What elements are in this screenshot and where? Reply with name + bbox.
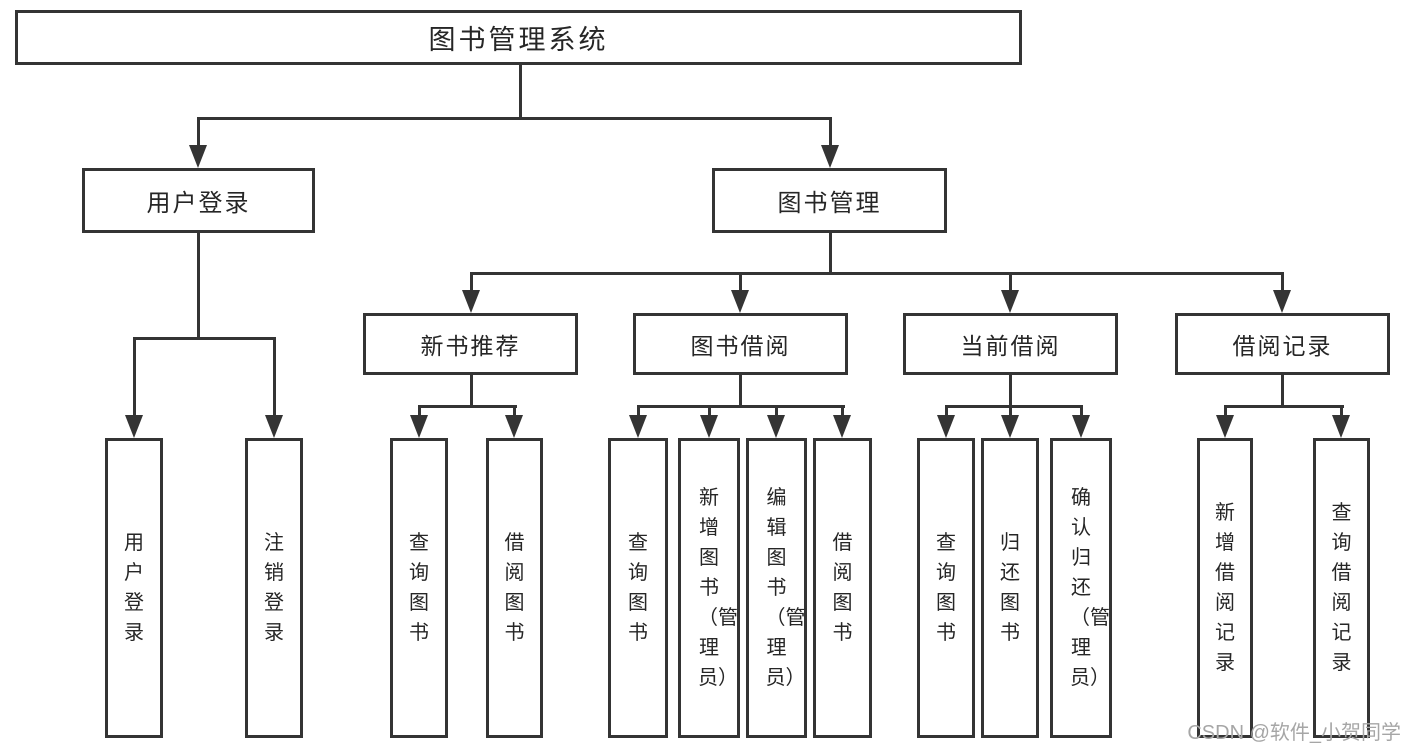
connector-vline: [828, 233, 832, 275]
node-book-management: 图书管理: [712, 168, 947, 233]
node-label: 确认归还（管理员）: [1070, 487, 1110, 689]
connector-arrow-stem: [1280, 272, 1284, 290]
node-book-borrow: 图书借阅: [633, 313, 848, 375]
node-bb-query-book: 查询图书: [608, 438, 668, 738]
connector-arrow-stem: [469, 272, 473, 290]
connector-arrow-stem: [828, 117, 832, 145]
arrow-down-icon: [505, 415, 523, 438]
arrow-down-icon: [821, 145, 839, 168]
node-new-book-recommend: 新书推荐: [363, 313, 578, 375]
node-label: 图书借阅: [690, 333, 791, 359]
node-label: 图书管理系统: [428, 25, 609, 55]
connector-arrow-stem: [196, 117, 200, 145]
connector-arrow-stem: [1008, 272, 1012, 290]
node-br-add-record: 新增借阅记录: [1197, 438, 1253, 738]
connector-vline: [518, 65, 522, 120]
node-current-borrow: 当前借阅: [903, 313, 1118, 375]
node-borrow-record: 借阅记录: [1175, 313, 1390, 375]
node-label: 查询图书: [936, 532, 956, 644]
watermark: CSDN @软件_小贺同学: [1187, 722, 1401, 744]
connector-arrow-stem: [636, 405, 640, 415]
node-label: 注销登录: [264, 532, 284, 644]
node-label: 用户登录: [146, 190, 251, 217]
connector-arrow-stem: [1008, 405, 1012, 415]
node-label: 用户登录: [124, 532, 144, 644]
connector-vline: [196, 233, 200, 340]
node-br-query-record: 查询借阅记录: [1313, 438, 1370, 738]
connector-vline: [1280, 375, 1284, 408]
connector-arrow-stem: [132, 337, 136, 415]
node-cb-confirm-return-admin: 确认归还（管理员）: [1050, 438, 1112, 738]
connector-arrow-stem: [707, 405, 711, 415]
connector-vline: [1008, 375, 1012, 408]
arrow-down-icon: [1273, 290, 1291, 313]
arrow-down-icon: [1072, 415, 1090, 438]
arrow-down-icon: [265, 415, 283, 438]
arrow-down-icon: [1001, 290, 1019, 313]
arrow-down-icon: [410, 415, 428, 438]
arrow-down-icon: [1332, 415, 1350, 438]
connector-arrow-stem: [738, 272, 742, 290]
arrow-down-icon: [833, 415, 851, 438]
connector-arrow-stem: [840, 405, 844, 415]
node-label: 查询借阅记录: [1331, 502, 1352, 674]
node-label: 借阅图书: [504, 532, 525, 644]
node-rec-borrow-book: 借阅图书: [486, 438, 543, 738]
node-label: 归还图书: [1000, 532, 1020, 644]
arrow-down-icon: [189, 145, 207, 168]
connector-hline: [469, 272, 1284, 275]
arrow-down-icon: [1001, 415, 1019, 438]
node-leaf-logout: 注销登录: [245, 438, 303, 738]
node-bb-edit-book-admin: 编辑图书（管理员）: [746, 438, 807, 738]
node-user-login: 用户登录: [82, 168, 315, 233]
arrow-down-icon: [125, 415, 143, 438]
node-cb-return-book: 归还图书: [981, 438, 1039, 738]
connector-hline: [1223, 405, 1344, 408]
node-label: 新书推荐: [420, 333, 521, 359]
arrow-down-icon: [629, 415, 647, 438]
connector-hline: [944, 405, 1083, 408]
connector-hline: [636, 405, 845, 408]
node-bb-add-book-admin: 新增图书（管理员）: [678, 438, 740, 738]
arrow-down-icon: [700, 415, 718, 438]
node-label: 查询图书: [628, 532, 648, 644]
connector-arrow-stem: [1339, 405, 1343, 415]
node-bb-borrow-book: 借阅图书: [813, 438, 872, 738]
connector-arrow-stem: [272, 337, 276, 415]
connector-arrow-stem: [774, 405, 778, 415]
node-cb-query-book: 查询图书: [917, 438, 975, 738]
connector-hline: [417, 405, 517, 408]
node-label: 编辑图书（管理员）: [765, 487, 806, 689]
arrow-down-icon: [767, 415, 785, 438]
node-label: 图书管理: [777, 190, 882, 217]
connector-arrow-stem: [512, 405, 516, 415]
arrow-down-icon: [1216, 415, 1234, 438]
node-label: 新增图书（管理员）: [698, 487, 738, 689]
connector-arrow-stem: [1079, 405, 1083, 415]
node-label: 查询图书: [409, 532, 429, 644]
connector-hline: [196, 117, 832, 120]
node-rec-query-book: 查询图书: [390, 438, 448, 738]
arrow-down-icon: [937, 415, 955, 438]
connector-vline: [469, 375, 473, 408]
node-library-management-system: 图书管理系统: [15, 10, 1022, 65]
connector-vline: [738, 375, 742, 408]
node-label: 借阅记录: [1232, 333, 1333, 359]
arrow-down-icon: [731, 290, 749, 313]
node-leaf-user-login: 用户登录: [105, 438, 163, 738]
node-label: 借阅图书: [832, 532, 853, 644]
node-label: 当前借阅: [960, 333, 1061, 359]
connector-arrow-stem: [417, 405, 421, 415]
node-label: 新增借阅记录: [1215, 502, 1235, 674]
connector-arrow-stem: [1223, 405, 1227, 415]
connector-arrow-stem: [944, 405, 948, 415]
arrow-down-icon: [462, 290, 480, 313]
connector-hline: [132, 337, 276, 340]
